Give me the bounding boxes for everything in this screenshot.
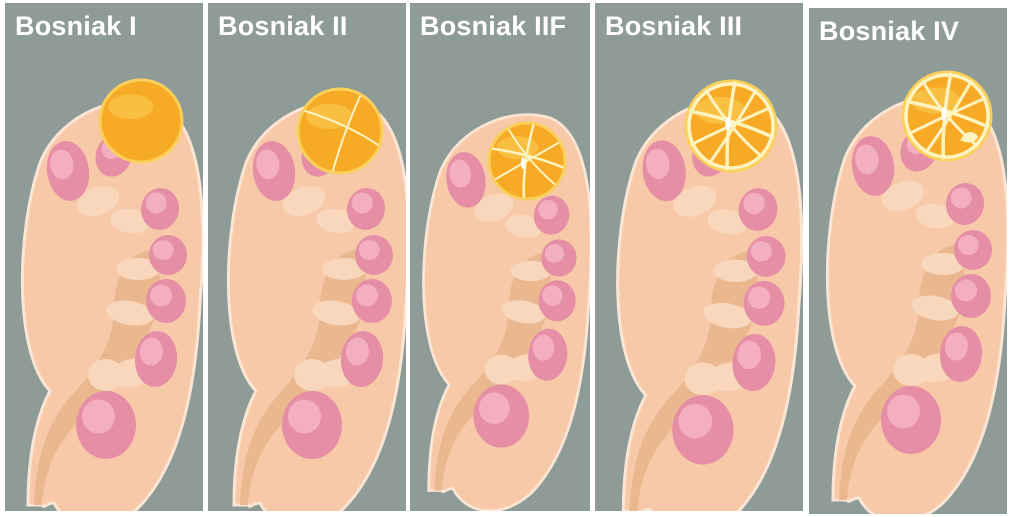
calyx-highlight [479,392,510,424]
kidney [827,96,1007,514]
kidney-illustration [5,3,203,511]
calyx-highlight [542,285,562,305]
kidney-illustration [410,3,590,511]
renal-papilla [685,363,722,396]
panel-title: Bosniak I [15,11,137,42]
calyx [473,384,529,447]
calyx [352,279,392,323]
cyst-wall [100,80,182,162]
calyx-highlight [288,400,321,434]
panel-bosniak-2f: Bosniak IIF [410,3,590,511]
calyx [951,274,991,318]
calyx-highlight [748,287,770,309]
panel-title: Bosniak IV [819,16,959,47]
calyx-highlight [545,244,564,263]
renal-papilla [893,354,929,386]
panel-bosniak-3: Bosniak III [595,3,803,511]
calyx [282,391,342,459]
calyx [747,236,786,277]
calyx-highlight [82,400,115,434]
renal-papilla [485,355,518,385]
kidney-illustration [809,8,1007,514]
cyst-nodule [521,157,525,169]
renal-cyst [903,72,991,160]
kidney [22,101,202,511]
renal-papilla [294,359,330,391]
calyx [744,281,785,326]
cyst-nodule [726,117,731,131]
calyx-highlight [356,285,378,307]
calyx-highlight [359,240,380,260]
cyst-sheen [306,104,352,129]
calyx [881,386,941,454]
calyx [355,235,393,275]
cyst-nodule [942,107,947,121]
calyx-highlight [678,404,712,439]
calyx [146,279,186,323]
panel-title: Bosniak III [605,11,742,42]
kidney-illustration [595,3,803,511]
renal-cyst [686,81,776,171]
calyx [541,239,576,276]
renal-cyst [298,89,382,173]
calyx-highlight [751,241,772,261]
renal-papilla [88,359,124,391]
kidney-illustration [208,3,406,511]
panel-bosniak-2: Bosniak II [208,3,406,511]
calyx-highlight [887,395,920,429]
panel-bosniak-1: Bosniak I [5,3,203,511]
calyx-highlight [955,280,977,302]
panel-title: Bosniak II [218,11,348,42]
renal-cyst [100,80,182,162]
cyst-wall [298,89,382,173]
renal-cyst [489,123,565,199]
calyx-highlight [150,285,172,307]
calyx [954,230,992,270]
calyx-highlight [153,240,174,260]
panel-title: Bosniak IIF [420,11,566,42]
calyx [76,391,136,459]
calyx [538,280,575,321]
calyx-highlight [958,235,979,255]
calyx [672,395,733,464]
cyst-sheen [108,94,153,119]
panel-bosniak-4: Bosniak IV [809,8,1007,514]
calyx [149,235,187,275]
